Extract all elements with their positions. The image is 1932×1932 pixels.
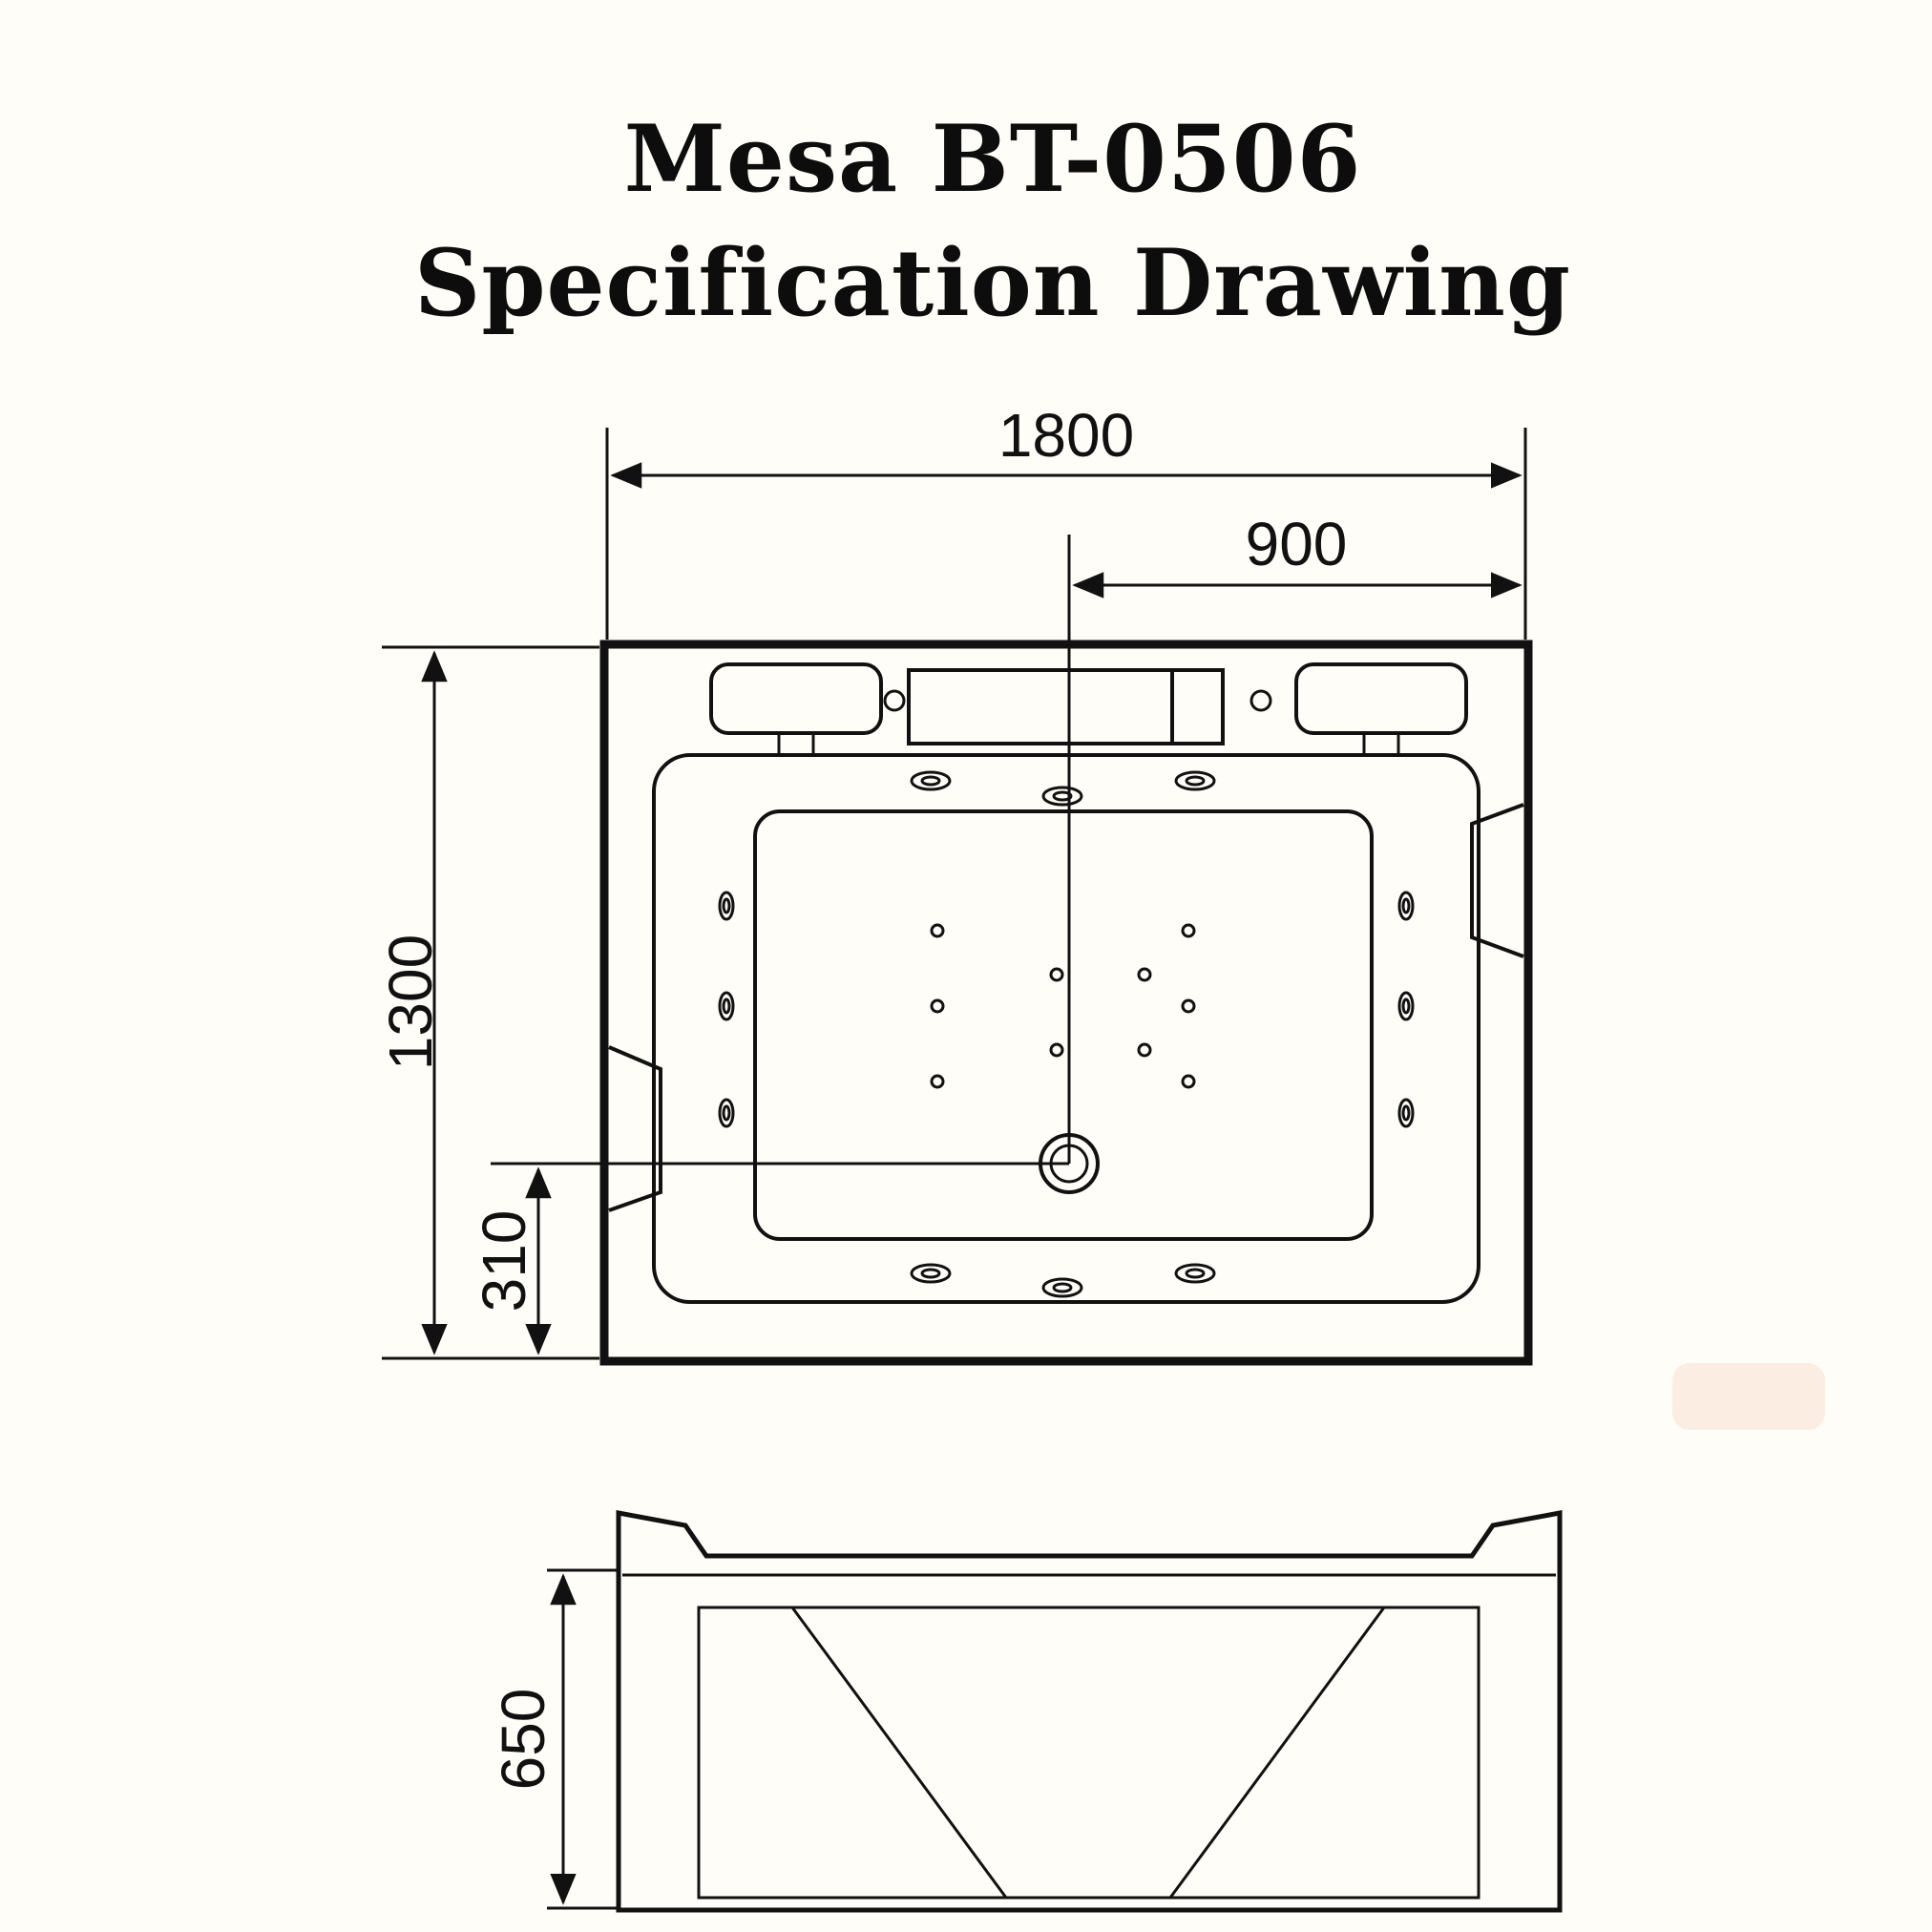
dimension-drain-offset: 310: [470, 1162, 1069, 1355]
top-view: [599, 535, 1533, 1366]
title-line1: Mesa BT-0506: [624, 105, 1362, 213]
dimension-center-to-end: 900: [1072, 510, 1522, 598]
fitting-circle-right: [1250, 689, 1272, 712]
dimension-label-1300: 1300: [376, 934, 445, 1070]
side-view: [616, 1509, 1563, 1913]
dimension-label-650: 650: [489, 1689, 557, 1791]
dimension-label-310: 310: [470, 1210, 538, 1312]
basin-slope-left: [790, 1606, 1008, 1899]
headrest-right: [1294, 662, 1468, 754]
control-panel: [907, 668, 1225, 746]
jets-top-row: [910, 770, 1216, 807]
dimension-overall-height: 650: [489, 1568, 617, 1910]
tub-basin-outline: [753, 809, 1374, 1241]
fixture-right: [1470, 803, 1524, 958]
basin-slope-right: [1168, 1606, 1386, 1899]
floor-air-jets: [930, 923, 1196, 1089]
dimension-overall-length: 1800: [605, 401, 1527, 640]
dimension-overall-width: 1300: [376, 645, 599, 1360]
jets-right-wall: [1397, 891, 1415, 1128]
jets-left-wall: [718, 891, 735, 1128]
title-line2: Specification Drawing: [414, 229, 1571, 337]
dimension-label-900: 900: [1246, 510, 1348, 578]
dimension-label-1800: 1800: [998, 401, 1134, 470]
stray-highlight-mark: [1672, 1363, 1825, 1430]
fixture-left: [608, 1045, 662, 1212]
tub-outer-outline: [599, 640, 1533, 1366]
jets-bottom-row: [910, 1263, 1216, 1298]
tub-rim-outline: [652, 753, 1480, 1304]
headrest-left: [709, 662, 883, 754]
side-apron-panel: [697, 1606, 1480, 1900]
fitting-circle-left: [883, 689, 906, 712]
side-outer-outline: [616, 1509, 1563, 1913]
page-title: Mesa BT-0506 Specification Drawing: [414, 105, 1571, 337]
